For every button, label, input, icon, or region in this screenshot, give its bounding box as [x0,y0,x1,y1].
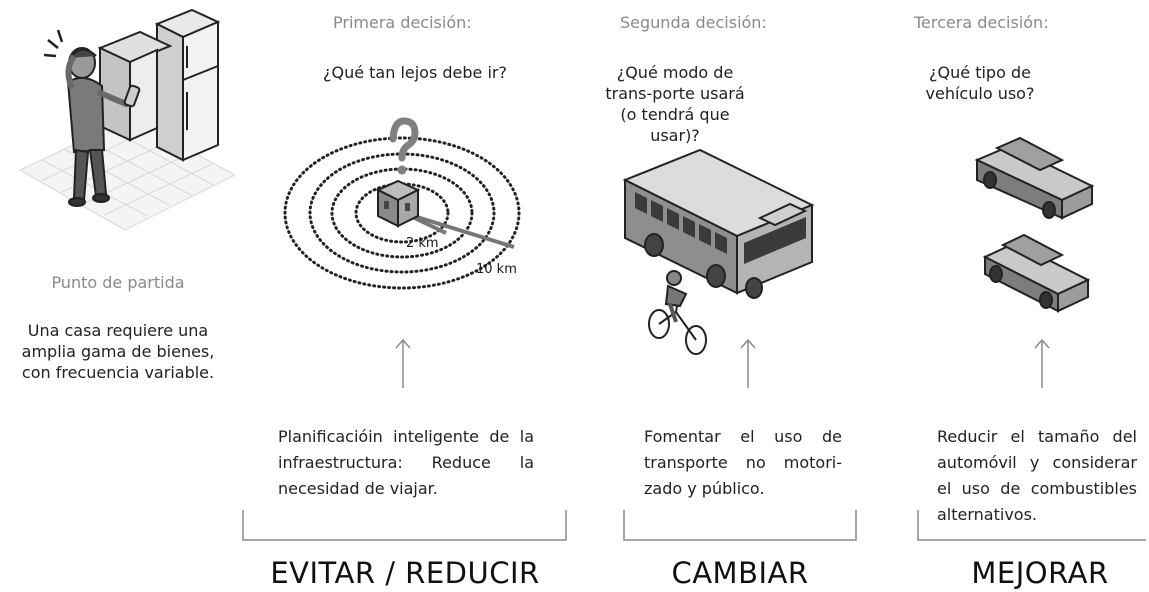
question-mark-icon [389,117,419,175]
cyclist-icon [648,270,707,355]
decision-2-question: ¿Qué modo de trans-porte usará (o tendrá… [605,63,745,145]
bracket-cambiar [623,510,857,541]
category-cambiar: CAMBIAR [671,556,809,590]
distance-label-inner: 2 km [406,236,439,251]
person-at-fridge-icon [43,29,141,207]
bus-icon [622,148,815,299]
category-mejorar: MEJORAR [971,556,1109,590]
arrow-up-icon [740,338,756,388]
start-title: Punto de partida [51,273,185,292]
arrow-up-icon [395,338,411,388]
decision-1-question: ¿Qué tan lejos debe ir? [322,63,507,82]
decision-3-description: Reducir el tamaño del automóvil y consid… [937,427,1137,524]
fridge [97,8,221,162]
decision-2-description: Fomentar el uso de transporte no motori-… [644,427,842,498]
arrow-up-icon [1034,338,1050,388]
decision-3-question: ¿Qué tipo de vehículo uso? [925,63,1035,103]
category-evitar-reducir: EVITAR / REDUCIR [270,556,540,590]
start-text: Una casa requiere una amplia gama de bie… [21,321,215,382]
distance-label-outer: 10 km [476,262,517,277]
decision-2-heading: Segunda decisión: [620,13,767,32]
decision-1-heading: Primera decisión: [333,13,472,32]
car-icon [982,233,1091,313]
car-icon [974,136,1095,220]
decision-3-heading: Tercera decisión: [914,13,1049,32]
bracket-evitar [242,510,567,541]
bracket-mejorar [917,510,1146,541]
decision-1-description: Planificacióin inteligente de la infraes… [278,427,534,498]
house-icon [375,179,421,228]
